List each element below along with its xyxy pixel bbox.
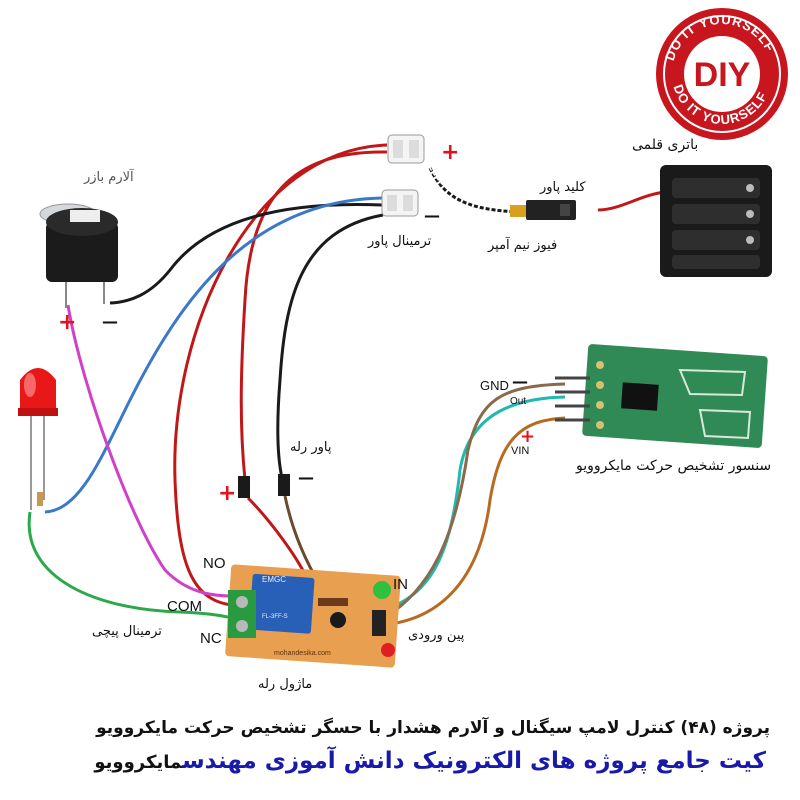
buzzer-magenta-wire — [66, 304, 233, 598]
switch-twisted-wire — [428, 167, 521, 214]
buzzer — [39, 203, 118, 308]
plus-mark-sensor: + — [520, 426, 536, 447]
label-input-pin: پین ورودی — [408, 628, 465, 643]
label-vin: VIN — [511, 445, 530, 457]
label-screw-terminal: ترمینال پیچی — [92, 624, 162, 639]
minus-mark-terminal: — — [424, 206, 440, 225]
relay-model: FL-3FF-S — [262, 614, 288, 620]
battery-holder — [660, 165, 772, 277]
label-buzzer: آلارم بازر — [84, 170, 134, 185]
caption-kit-main: کیت جامع پروژه های الکترونیک دانش آموزی … — [182, 748, 766, 774]
power-switch — [510, 200, 576, 220]
label-battery: باتری قلمی — [632, 137, 699, 153]
label-relay-module: ماژول رله — [258, 677, 313, 692]
diy-stamp-logo: DO IT YOURSELF DO IT YOURSELF DIY — [656, 8, 788, 140]
relay-power-red-wire — [239, 150, 388, 481]
plus-mark-buzzer: + — [58, 310, 77, 335]
com-red-wire — [173, 143, 388, 607]
label-out: Out — [510, 396, 527, 407]
label-gnd: GND — [480, 378, 509, 393]
buzzer-black-wire — [109, 202, 383, 305]
minus-mark-buzzer: — — [102, 312, 118, 331]
caption-kit-tail: مایکروویو — [94, 752, 183, 773]
label-nc: NC — [200, 630, 222, 647]
microwave-sensor — [555, 344, 768, 448]
led-green-wire — [27, 511, 233, 620]
board-site: mohandesika.com — [274, 650, 331, 657]
relay-power-black-wire — [276, 213, 384, 479]
diy-stamp: DO IT YOURSELF DO IT YOURSELF DIY — [652, 4, 792, 144]
stamp-center: DIY — [694, 56, 751, 94]
caption-title: پروژه (۴۸) کنترل لامپ سیگنال و آلارم هشد… — [96, 718, 770, 738]
relay-module-board — [225, 564, 401, 668]
label-com: COM — [167, 598, 202, 615]
sensor-brown-wire — [381, 416, 566, 627]
relay-plus-connector — [238, 476, 250, 498]
label-power-switch: کلید پاور — [540, 180, 586, 195]
led-blue-wire — [44, 196, 384, 514]
label-sensor: سنسور تشخیص حرکت مایکروویو — [576, 458, 772, 474]
label-relay-power: پاور رله — [290, 440, 332, 455]
plus-mark-terminal: + — [441, 140, 460, 165]
caption-kit: کیت جامع پروژه های الکترونیک دانش آموزی … — [94, 748, 766, 774]
plus-mark-relay: + — [218, 481, 237, 506]
signal-led — [18, 368, 58, 510]
label-power-terminal: ترمینال پاور — [368, 234, 432, 249]
relay-minus-connector — [278, 474, 290, 496]
minus-mark-relay: — — [298, 468, 314, 487]
minus-mark-sensor: — — [512, 372, 528, 391]
power-terminal-block — [381, 134, 425, 217]
relay-brand: EMGC — [262, 575, 286, 584]
label-no: NO — [203, 555, 226, 572]
label-fuse: فیوز نیم آمپر — [488, 238, 558, 253]
battery-red-wire — [597, 190, 666, 212]
label-in: IN — [393, 576, 408, 593]
sensor-gnd-wire — [383, 382, 566, 620]
